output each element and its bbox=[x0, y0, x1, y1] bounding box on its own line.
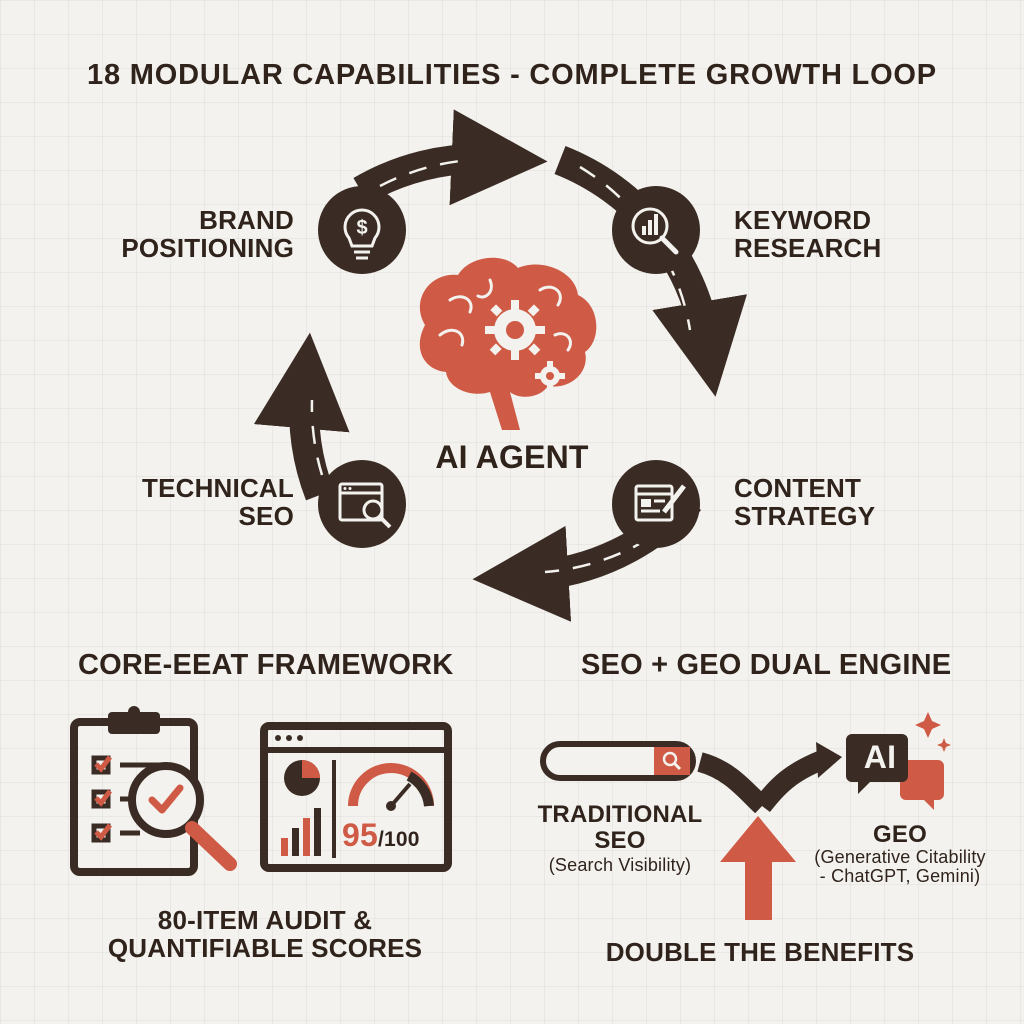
dual-engine-heading: SEO + GEO DUAL ENGINE bbox=[581, 649, 952, 681]
merge-arrows bbox=[696, 742, 842, 920]
ai-chat-bubbles-icon bbox=[846, 712, 951, 810]
loop-label-keyword-line2: RESEARCH bbox=[734, 233, 882, 264]
gauge-icon bbox=[348, 763, 434, 811]
loop-label-content-line2: STRATEGY bbox=[734, 501, 876, 532]
loop-label-technical-line2: SEO bbox=[238, 501, 294, 532]
loop-label-content: CONTENT STRATEGY bbox=[734, 474, 875, 530]
loop-label-brand-line1: BRAND bbox=[199, 205, 294, 235]
loop-label-keyword: KEYWORD RESEARCH bbox=[734, 206, 882, 262]
up-arrow-icon bbox=[720, 816, 796, 920]
loop-label-content-line1: CONTENT bbox=[734, 473, 862, 503]
chart-magnifier-icon bbox=[631, 207, 679, 255]
geo-sublabel-line1: (Generative Citability bbox=[814, 846, 986, 867]
search-bar-icon bbox=[540, 741, 696, 781]
seo-label-line1: TRADITIONAL bbox=[537, 801, 703, 828]
framework-heading: CORE-EEAT FRAMEWORK bbox=[78, 649, 454, 681]
loop-arc-left bbox=[253, 332, 350, 501]
framework-caption: 80-ITEM AUDIT & QUANTIFIABLE SCORES bbox=[60, 906, 470, 962]
browser-search-icon bbox=[338, 482, 392, 529]
document-pencil-icon bbox=[634, 484, 686, 522]
seo-label: TRADITIONAL SEO (Search Visibility) bbox=[520, 802, 720, 875]
benefit-label: DOUBLE THE BENEFITS bbox=[605, 937, 915, 967]
loop-label-technical-line1: TECHNICAL bbox=[141, 473, 294, 503]
score-readout: 95/100 bbox=[342, 818, 420, 853]
geo-label-title: GEO bbox=[873, 821, 927, 848]
pie-chart-icon bbox=[284, 760, 320, 796]
loop-label-brand-line2: POSITIONING bbox=[121, 233, 294, 264]
clipboard-audit-icon bbox=[70, 706, 237, 876]
loop-arc-top bbox=[353, 109, 548, 206]
loop-label-brand: BRAND POSITIONING bbox=[121, 206, 294, 262]
loop-node-technical bbox=[318, 460, 406, 548]
geo-label: GEO (Generative Citability - ChatGPT, Ge… bbox=[800, 822, 1000, 887]
lightbulb-dollar-icon: $ bbox=[343, 208, 381, 260]
loop-node-brand: $ bbox=[318, 186, 406, 274]
page-title: 18 MODULAR CAPABILITIES - COMPLETE GROWT… bbox=[87, 59, 937, 91]
framework-caption-line1: 80-ITEM AUDIT & bbox=[157, 905, 373, 935]
geo-sublabel-line2: - ChatGPT, Gemini) bbox=[819, 866, 981, 887]
seo-label-line2: SEO bbox=[594, 826, 646, 854]
ai-badge: AI bbox=[863, 739, 897, 775]
score-dashboard-icon bbox=[260, 722, 452, 872]
brain-gear-icon bbox=[419, 257, 597, 430]
loop-node-keyword bbox=[612, 186, 700, 274]
score-value: 95 bbox=[342, 817, 378, 853]
sparkle-icon bbox=[915, 712, 941, 738]
seo-sublabel: (Search Visibility) bbox=[548, 854, 692, 875]
bar-chart-icon bbox=[281, 808, 321, 856]
loop-label-technical: TECHNICAL SEO bbox=[142, 474, 294, 530]
loop-node-content bbox=[612, 460, 700, 548]
svg-text:$: $ bbox=[356, 217, 367, 239]
score-max: /100 bbox=[378, 828, 420, 851]
framework-caption-line2: QUANTIFIABLE SCORES bbox=[107, 933, 423, 964]
loop-center-label: AI AGENT bbox=[435, 439, 589, 475]
loop-label-keyword-line1: KEYWORD bbox=[734, 205, 872, 235]
